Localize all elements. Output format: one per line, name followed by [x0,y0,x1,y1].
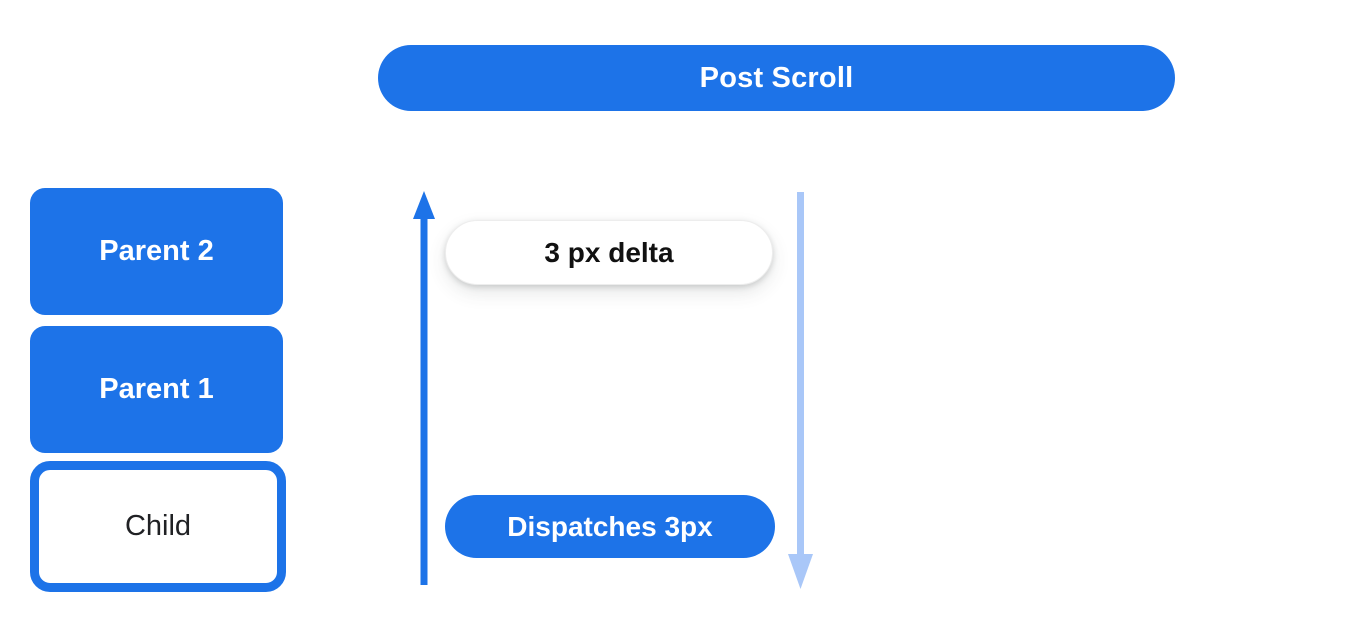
downward-scroll-arrow-icon [788,192,813,589]
dispatches-pill: Dispatches 3px [445,495,775,558]
node-parent-2: Parent 2 [30,188,283,315]
post-scroll-banner: Post Scroll [378,45,1175,111]
node-child: Child [30,461,286,592]
post-scroll-label: Post Scroll [699,61,854,94]
downward-arrow-head [788,554,813,589]
node-parent-1: Parent 1 [30,326,283,453]
delta-pill: 3 px delta [445,220,773,285]
upward-arrow-head [413,191,435,219]
node-parent-1-label: Parent 1 [99,373,214,405]
upward-scroll-arrow-icon [413,191,435,585]
dispatches-pill-label: Dispatches 3px [507,510,713,542]
node-parent-2-label: Parent 2 [99,235,214,267]
delta-pill-label: 3 px delta [544,236,674,268]
node-child-label: Child [124,510,192,542]
upward-arrow-shaft [420,217,428,585]
downward-arrow-shaft [797,192,804,557]
